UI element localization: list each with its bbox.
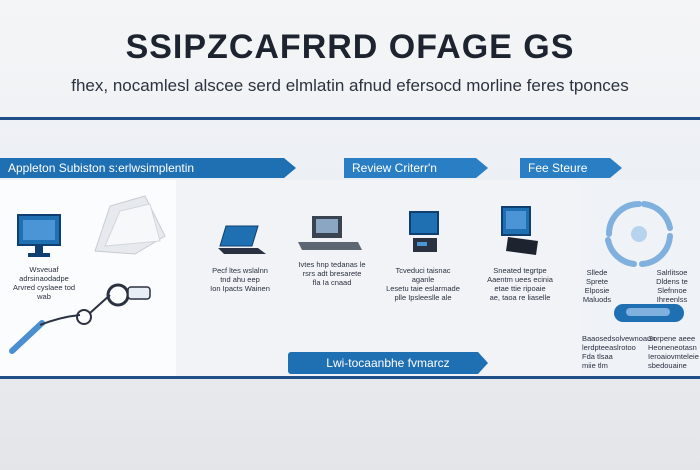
text-line: Dldens te	[656, 277, 688, 286]
text-line: Aaentm uees ecinia	[487, 275, 553, 284]
stage-banner-fee: Fee Steure	[520, 158, 622, 178]
fee-detail-left: Baaosedsolvewnoaun lerdpteeaslrotoo Fda …	[582, 334, 656, 370]
computer-tower-icon	[409, 211, 439, 252]
text-line: rsrs adt bresarete	[302, 269, 362, 278]
text-line: Baaosedsolvewnoaun	[582, 334, 656, 343]
text-line: Pecf ltes wslalnn	[212, 266, 268, 275]
router-icon	[614, 304, 684, 322]
text-line: Ion Ipacts Wainen	[210, 284, 270, 293]
text-line: Sprete	[585, 277, 609, 286]
fee-detail-right: Sorpene aeee Heoneneotasn Ieroaiovmtelei…	[648, 334, 699, 370]
text-line: Salrlitsoe	[656, 268, 688, 277]
text-line: tnd ahu eep	[220, 275, 260, 284]
column-text-4: Sneated tegrtpe Aaentm uees ecinia etae …	[484, 266, 556, 302]
device-icon	[501, 206, 538, 255]
stage-banner-review: Review Criterr'n	[344, 158, 488, 178]
application-text: Wsveuaf adrsinaodadpe Arvred cyslaee tod…	[6, 265, 82, 301]
text-line: Ihreenlss	[656, 295, 688, 304]
monitor-icon	[17, 214, 61, 257]
column-text-1: Pecf ltes wslalnn tnd ahu eep Ion Ipacts…	[200, 266, 280, 293]
text-line: plle Ipsleeslle ale	[394, 293, 452, 302]
text-line: Elposie	[584, 286, 610, 295]
paper-stack-icon	[94, 195, 166, 255]
text-line: Slefnnoe	[657, 286, 687, 295]
magnifier-key-icon	[9, 283, 130, 354]
text-line: Lesetu taie eslarmade	[386, 284, 460, 293]
text-line: Sneated tegrtpe	[493, 266, 547, 275]
fee-cycle-icon	[605, 201, 673, 267]
stage-panel-review-a	[176, 180, 381, 376]
keyboard-icon	[298, 216, 362, 250]
text-line: Tcveduci taisnac aganle	[395, 266, 451, 284]
stage-banner-application: Appleton Subiston s:erlwsimplentin	[0, 158, 296, 178]
text-line: lerdpteeaslrotoo	[582, 343, 636, 352]
footer-pill: Lwi-tocaanbhe fvmarcz	[288, 352, 488, 374]
text-line: Heoneneotasn	[648, 343, 697, 352]
usb-plug-icon	[127, 286, 151, 300]
text-line: Arvred cyslaee tod wab	[12, 283, 76, 301]
page-title: SSIPZCAFRRD OFAGE GS	[125, 28, 575, 66]
text-line: Fda tlsaa	[582, 352, 613, 361]
page-subtitle: fhex, nocamlesl alscee serd elmlatin afn…	[71, 76, 629, 95]
column-text-3: Tcveduci taisnac aganle Lesetu taie esla…	[386, 266, 460, 302]
text-line: Sllede	[586, 268, 608, 277]
text-line: Maluods	[582, 295, 612, 304]
text-line: miie tlm	[582, 361, 608, 370]
text-line: Ivtes hnp tedanas le	[298, 260, 366, 269]
bottom-divider	[0, 376, 700, 379]
fee-text-right: Salrlitsoe Dldens te Slefnnoe Ihreenlss	[646, 268, 698, 304]
text-line: fla Ia cnaad	[312, 278, 352, 287]
fee-text-left: Sllede Sprete Elposie Maluods	[580, 268, 614, 304]
text-line: Wsveuaf adrsinaodadpe	[19, 265, 69, 283]
text-line: etae ttie ripoaie	[494, 284, 546, 293]
text-line: Sorpene aeee	[648, 334, 696, 343]
top-divider	[0, 117, 700, 120]
text-line: ae, taoa re liaselle	[489, 293, 551, 302]
text-line: Ieroaiovmteleie	[648, 352, 699, 361]
column-text-2: Ivtes hnp tedanas le rsrs adt bresarete …	[296, 260, 368, 287]
laptop-icon	[218, 225, 266, 254]
stage-panel-fee	[580, 180, 700, 376]
text-line: sbedouaine	[648, 361, 687, 370]
